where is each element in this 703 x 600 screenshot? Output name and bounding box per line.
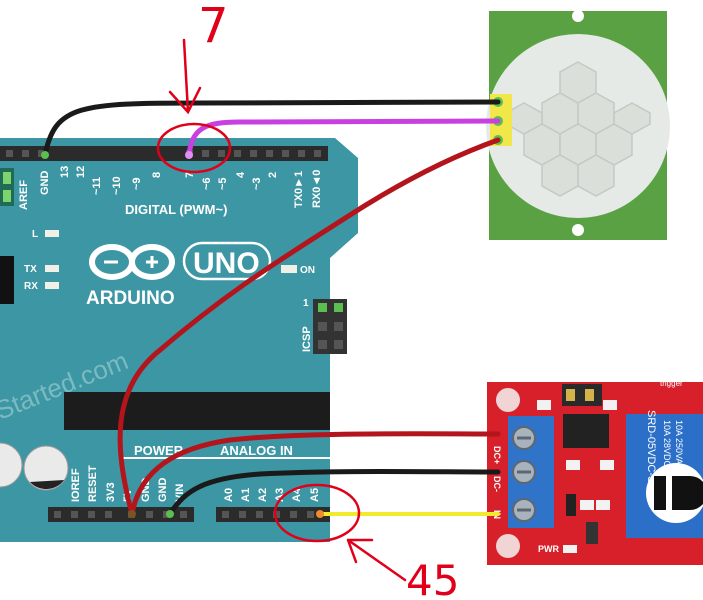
led-on [281,265,297,273]
trigger-label: trigger [660,379,683,388]
power-pin-gnd2: GND [157,478,169,503]
led-rx [45,282,59,289]
annotation-arrow-top [168,38,202,115]
capacitor-2 [23,445,69,491]
led-tx-label: TX [24,264,37,275]
annotation-pin-bottom: 45 [406,556,459,600]
wire-signal-pir [186,118,501,158]
led-l-label: L [32,229,38,240]
power-header-label: POWER [134,443,184,458]
annotation-circle-top [156,122,232,174]
pin-label-13: 13 [59,166,71,178]
power-pin-3v3: 3V3 [105,482,117,502]
icsp-pin-label: 1 [303,298,309,309]
relay-spec-1: 10A 250VAC [674,420,684,471]
pir-sensor [486,10,670,240]
pwr-label: PWR [538,544,559,554]
analog-pin-a2: A2 [257,488,269,502]
icsp-label: ICSP [301,326,313,352]
wire-gnd-pir [42,99,501,158]
pin-label-gnd: GND [39,171,51,196]
pin-label-7: 7 [184,172,196,178]
annotations: 7 45 [156,0,459,600]
pin-label-8: 8 [151,172,163,178]
pin-label-3: ~3 [251,177,263,190]
atmega-chip [64,392,330,430]
pin-label-rx: RX0◄0 [311,170,323,208]
analog-pin-a1: A1 [240,488,252,502]
led-tx [45,265,59,272]
on-label: ON [300,265,315,276]
pin-label-5: ~5 [217,177,229,190]
pin-label-4: 4 [235,171,247,178]
pin-label-2: 2 [267,172,279,178]
pin-label-10: ~10 [111,176,123,195]
optocoupler [563,414,609,448]
pin-label-aref: AREF [18,180,30,210]
pin-label-11: ~11 [91,177,103,195]
arduino-logo [89,244,175,280]
pwr-led [563,545,577,553]
relay-module: trigger DC+ DC- IN PWR 10A 250VAC 10 [487,379,703,565]
relay-terminal-dcp: DC+ [492,446,502,464]
wire-5v-pir [117,137,501,517]
annotation-circle-bottom [273,483,361,543]
wires [41,99,501,518]
brand-label: ARDUINO [86,288,175,309]
wire-gnd-relay [167,469,501,517]
analog-pin-a3: A3 [274,488,286,502]
power-pin-reset: RESET [87,465,99,502]
wire-5v-relay [129,431,501,517]
header-power [48,507,194,522]
relay-spec-2: 10A 28VDC [662,420,672,468]
led-l [45,230,59,237]
analog-pin-a0: A0 [223,488,235,502]
pin-label-tx: TX0►1 [293,171,305,208]
power-pin-ioref: IOREF [70,468,82,502]
mount-hole-top [330,260,350,280]
pin-label-12: 12 [75,166,87,178]
analog-header-label: ANALOG IN [220,443,293,458]
relay-terminal-dcm: DC- [492,476,502,492]
model-label: UNO [193,247,260,280]
annotation-pin-top: 7 [198,0,229,54]
analog-pin-a5: A5 [309,488,321,502]
capacitor-1 [0,442,23,488]
arduino-board: AREF GND 13 12 ~11 ~10 ~9 8 7 ~6 ~5 4 ~3… [0,138,358,542]
led-rx-label: RX [24,281,38,292]
pin-label-6: ~6 [201,177,213,190]
annotation-arrow-bottom [346,538,407,582]
digital-header-label: DIGITAL (PWM~) [125,202,227,217]
uno-badge [182,241,272,281]
usb-chip [0,256,14,304]
pin-label-9: ~9 [131,177,143,190]
